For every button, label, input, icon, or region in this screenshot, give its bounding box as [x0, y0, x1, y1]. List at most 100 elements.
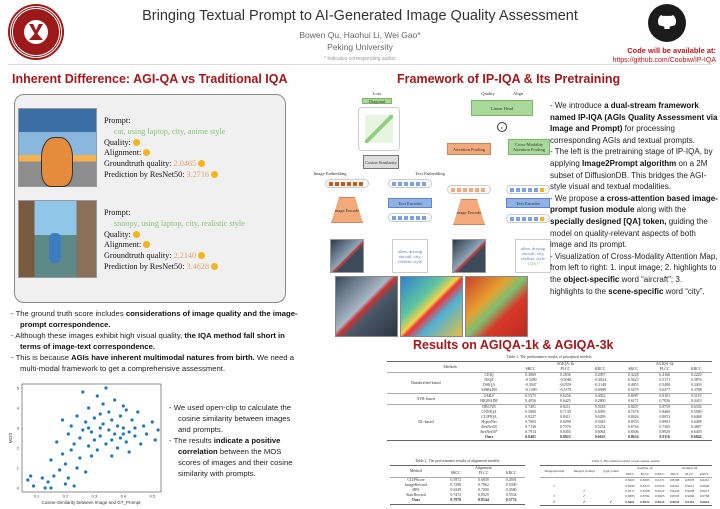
bullet: We used open-clip to calculate the cosin… [166, 402, 296, 435]
table-cell: 0.9116 [659, 435, 670, 439]
scatter-point [124, 440, 128, 444]
table-cell: 0.9008 [684, 489, 695, 494]
table-cell: 0.8053 [659, 415, 671, 419]
framework-description: - We introduce a dual-stream framework n… [550, 100, 718, 297]
table-cell: 0.7803 [525, 420, 536, 424]
scatter-point [26, 478, 30, 482]
scatter-point [60, 452, 65, 456]
gt-label: Groundtruth quality: [104, 159, 172, 169]
x-axis-label: Cosine-Similarity between Image and GT_P… [41, 500, 141, 505]
table-cell: 0.4887 [690, 425, 702, 429]
table-cell: 0.4095 [594, 410, 606, 414]
table-cell: 0.8299 [559, 420, 571, 424]
attention-map-city [465, 276, 528, 337]
table-cell: 0.5254 [594, 425, 606, 429]
table-cell: 0.5800 [525, 410, 536, 414]
similarity-matrix [358, 107, 400, 151]
table-cell: 0.4580 [505, 488, 517, 493]
scatter-point [127, 430, 131, 434]
table-cell: 0.8411 [560, 415, 571, 419]
attention-pooling-box: Attention Pooling [447, 143, 491, 155]
table-cell: 0.8355 [627, 420, 639, 424]
table-cell: 0.8105 [622, 477, 638, 484]
description-paragraph: - The left is the pretraining stage of I… [550, 146, 718, 192]
scatter-point [55, 440, 59, 444]
table-cell: ✓ [553, 494, 556, 499]
table-cell: 0.6171 [627, 399, 639, 403]
table-cell: 0.7914 [525, 430, 536, 434]
image-embedding-label: Image Embedding [313, 170, 347, 176]
table-cell: 0.3069 [513, 372, 548, 378]
table-cell: 0.8426 [627, 415, 639, 419]
table-cell: 0.2836 [547, 372, 583, 378]
scatter-point [136, 410, 140, 414]
scatter-point [113, 398, 117, 402]
pred-label: Prediction by ResNet50: [104, 261, 185, 271]
table-cell: -0.0889 [594, 388, 607, 392]
gt-label: Groundtruth quality: [104, 251, 172, 261]
scatter-point [87, 444, 91, 448]
quality-output-label: Quality [481, 90, 495, 96]
quality-label: Quality: [104, 137, 131, 147]
table-cell: 0.8401 [625, 499, 635, 504]
table-cell: 0.5171 [659, 378, 671, 382]
github-icon [648, 4, 686, 42]
table-cell: 0.7365 [659, 425, 671, 429]
table-cell: 0.8469 [659, 410, 671, 414]
table-cell: 0.6488 [690, 420, 702, 424]
loss-label: Loss [372, 90, 382, 96]
table-cell: 0.6405 [690, 430, 702, 434]
table-cell: 0.4166 [648, 372, 681, 378]
table-cell: Handcrafted-based [387, 372, 465, 394]
table-cell: 0.2220 [680, 372, 712, 378]
scatter-point [110, 418, 114, 422]
table-cell [568, 477, 600, 484]
align-output-label: Align [512, 90, 524, 96]
scatter-point [95, 394, 99, 398]
cross-modality-attention-box: Cross-Modality Attention Pooling [508, 139, 550, 155]
table-2-alignment: Table 2. The performance results of alig… [390, 459, 525, 505]
section-heading-results: Results on AGIQA-1k & AGIQA-3k [413, 338, 614, 352]
table-cell: 0.8181 [648, 393, 681, 399]
table-cell: PLCC [560, 367, 571, 371]
table-cell: 0.8708 [640, 489, 650, 494]
table-cell: SRCC [450, 471, 461, 476]
table-cell: -0.5375 [559, 388, 572, 392]
text: on a 2M subset of DiffusionDB. This brid… [550, 158, 708, 192]
table-cell: 0.6605 [655, 494, 665, 499]
scatter-point [98, 426, 102, 430]
code-url-link[interactable]: https://github.com/Coobiw/IP-IQA [612, 57, 717, 64]
scatter-point [101, 422, 105, 426]
table-cell: ResNet50 [481, 425, 497, 429]
table-cell: 0.8180 [625, 483, 635, 488]
table-cell: SISBLIM [481, 388, 497, 392]
table-cell: 0.6349 [450, 488, 462, 493]
description-paragraph: - Visualization of Cross-Modality Attent… [550, 251, 718, 297]
table-cell: SVR-based [387, 393, 465, 405]
bullet: The ground truth score includes consider… [8, 308, 298, 330]
table-cell: 0.6477 [659, 388, 671, 392]
scatter-point [69, 424, 73, 428]
scatter-point [81, 428, 85, 432]
table-cell: AGIQA-1k [556, 362, 575, 366]
scatter-point [130, 418, 134, 422]
table-cell: 0.4955 [627, 383, 639, 387]
peking-university-logo [10, 6, 62, 58]
table-cell: 0.7472 [450, 493, 462, 498]
table-cell: 0.6256 [547, 393, 583, 399]
table-cell: PLCC [685, 471, 694, 476]
table-cell: -0.5490 [524, 378, 537, 382]
table-cell: 0.7139 [559, 410, 571, 414]
table-cell: 0.2097 [582, 372, 618, 378]
table-cell: KRCC [594, 367, 606, 371]
scatter-point [66, 476, 70, 480]
table-cell: KRCC [655, 471, 665, 476]
